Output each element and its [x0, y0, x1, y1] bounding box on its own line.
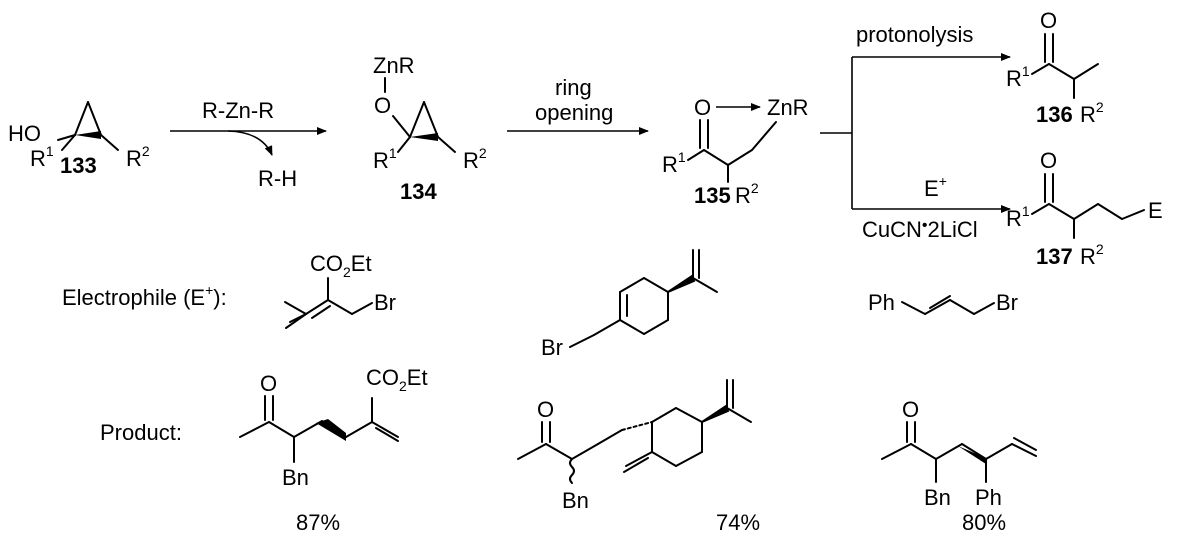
oxygen-label: O [694, 95, 711, 120]
yield-2: 74% [716, 510, 760, 535]
arrow-ring-opening: ring opening [507, 75, 649, 135]
product-3: O Bn Ph 80% [881, 397, 1037, 535]
ester-label: CO2Et [310, 251, 372, 280]
oxygen-label: O [902, 397, 919, 422]
arrow-zinc-reagent: R-Zn-R R-H [170, 98, 327, 191]
compound-number-133: 133 [60, 153, 97, 178]
ring-label: ring [555, 75, 592, 100]
bromo-label: Br [541, 335, 563, 360]
yield-3: 80% [962, 510, 1006, 535]
compound-number-134: 134 [400, 179, 437, 204]
benzyl-label: Bn [924, 485, 951, 510]
oxygen-label: O [537, 397, 554, 422]
copper-reagent-label: CuCN•2LiCl [862, 217, 978, 242]
znr-label: ZnR [767, 95, 809, 120]
r2-label: R2 [735, 180, 759, 208]
hydroxyl-label: HO [8, 121, 41, 146]
r2-label: R2 [463, 145, 487, 173]
r1-label: R1 [373, 145, 397, 173]
benzyl-label: Bn [282, 465, 309, 490]
electrophile-reagent-label: E+ [924, 173, 947, 201]
compound-number-136: 136 [1036, 102, 1073, 127]
bromo-label: Br [374, 290, 396, 315]
yield-1: 87% [296, 510, 340, 535]
compound-136: O R1 136 R2 [1006, 8, 1104, 127]
ester-label: CO2Et [366, 365, 428, 394]
phenyl-label: Ph [868, 290, 895, 315]
product-1: O Bn CO2Et 87% [239, 365, 428, 535]
oxygen-label: O [1040, 148, 1057, 173]
electrophile-perillyl-bromide: Br [541, 249, 718, 360]
compound-134: ZnR O R1 R2 134 [373, 53, 487, 204]
product-2: O Bn 74% [517, 379, 760, 535]
e-label: E [1148, 198, 1163, 223]
r1-label: R1 [30, 143, 54, 171]
reagent-label: R-Zn-R [202, 98, 274, 123]
bromo-label: Br [996, 290, 1018, 315]
byproduct-label: R-H [258, 166, 297, 191]
opening-label: opening [535, 100, 613, 125]
compound-133: HO R1 133 R2 [8, 101, 150, 178]
r2-label: R2 [1080, 241, 1104, 269]
compound-137: O E R1 137 R2 [1006, 148, 1163, 269]
electrophile-row-label: Electrophile (E+): [62, 282, 227, 310]
oxygen-label: O [260, 371, 277, 396]
benzyl-label: Bn [562, 488, 589, 513]
phenyl-label: Ph [975, 485, 1002, 510]
r2-label: R2 [1080, 99, 1104, 127]
compound-135: O ZnR R1 135 R2 [662, 95, 809, 208]
r1-label: R1 [662, 149, 686, 177]
product-row-label: Product: [100, 420, 182, 445]
compound-number-137: 137 [1036, 244, 1073, 269]
branch-arrows: protonolysis E+ CuCN•2LiCl [820, 22, 1011, 242]
znr-label: ZnR [373, 53, 415, 78]
electrophile-acrylate: CO2Et Br [284, 251, 396, 329]
compound-number-135: 135 [694, 183, 731, 208]
oxygen-label: O [1040, 8, 1057, 33]
protonolysis-label: protonolysis [856, 22, 973, 47]
r2-label: R2 [126, 143, 150, 171]
r1-label: R1 [1006, 203, 1030, 231]
oxygen-label: O [374, 93, 391, 118]
r1-label: R1 [1006, 63, 1030, 91]
electrophile-cinnamyl-bromide: Ph Br [868, 290, 1018, 315]
